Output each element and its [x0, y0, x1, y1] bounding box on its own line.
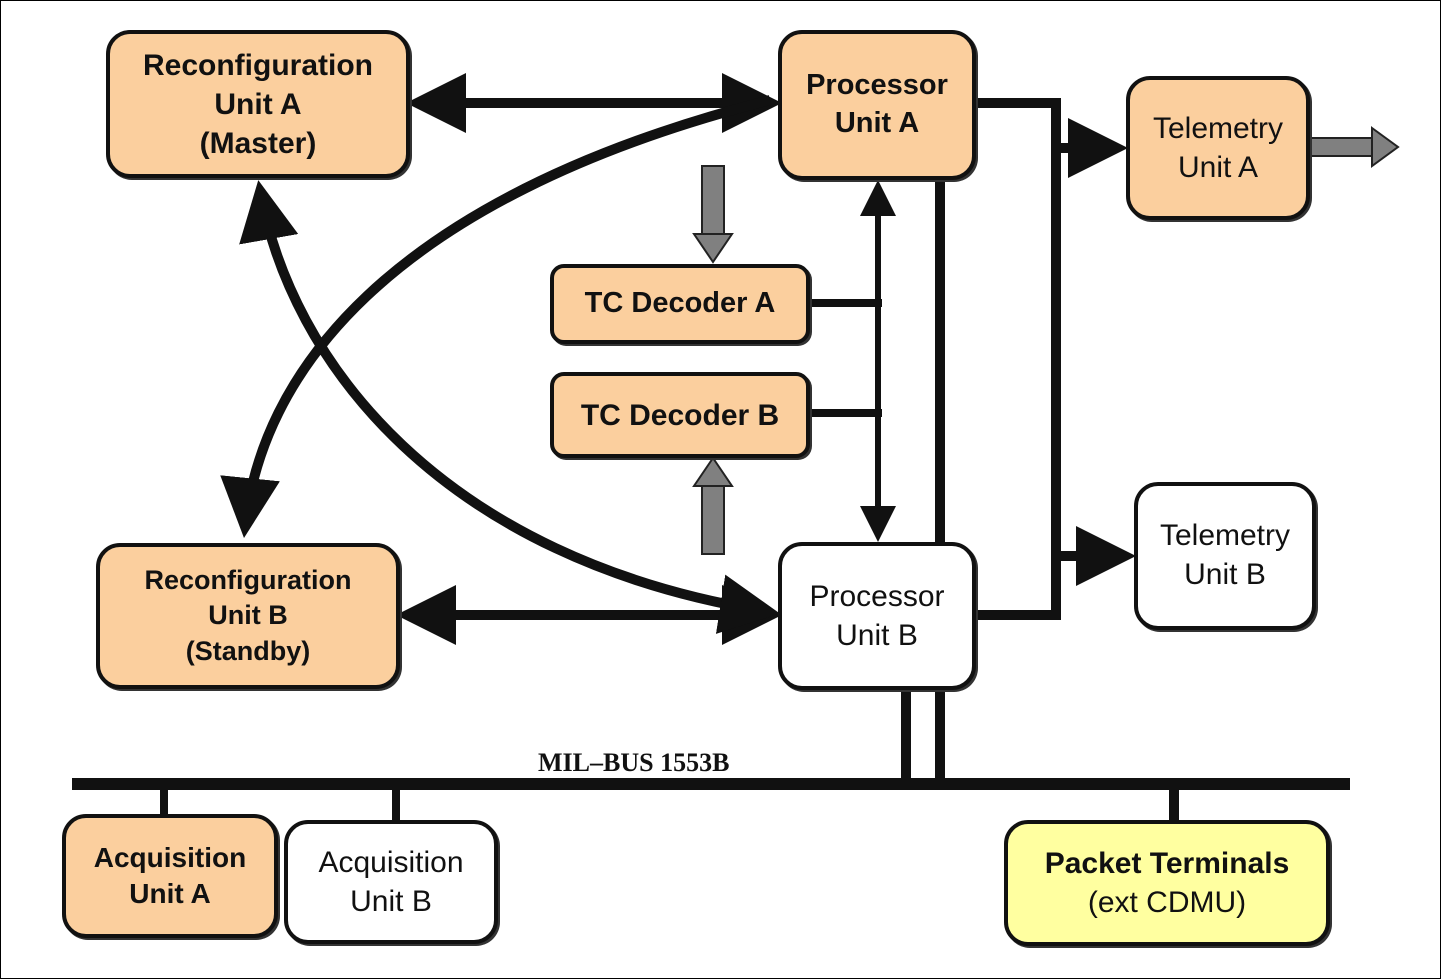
tm-downlink-arrow: [1307, 126, 1400, 168]
block-label-line: (Standby): [185, 635, 311, 666]
block-label-line: Reconfiguration: [143, 48, 373, 82]
block-label-line: Unit A: [129, 878, 211, 909]
block-label-line: Unit A: [834, 107, 920, 139]
block-label-line: (ext CDMU): [1087, 886, 1247, 919]
block-label-line: Unit B: [350, 885, 432, 918]
link-processor-a-trunk: [974, 98, 1061, 620]
tc-uplink-arrow-a: [692, 165, 734, 264]
block-label-line: Reconfiguration: [144, 565, 352, 596]
block-label-line: Unit A: [214, 87, 302, 121]
telemetry-unit-a: Telemetry Unit A: [1126, 76, 1310, 220]
block-label-line: Unit B: [1184, 558, 1266, 591]
link-reconfig-a-processor-b: [239, 180, 780, 634]
block-label-line: (Master): [199, 126, 317, 160]
reconfiguration-unit-b: Reconfiguration Unit B (Standby): [96, 543, 400, 689]
block-label-line: Telemetry: [1159, 519, 1291, 552]
reconfiguration-unit-a: Reconfiguration Unit A (Master): [106, 30, 410, 178]
packet-terminals: Packet Terminals (ext CDMU): [1004, 820, 1330, 946]
block-label-line: Acquisition: [93, 841, 247, 873]
block-label-line: TC Decoder B: [580, 398, 780, 432]
block-label-line: TC Decoder A: [584, 287, 776, 320]
block-label-line: Processor: [806, 69, 948, 102]
bus-label: MIL–BUS 1553B: [538, 748, 730, 777]
acquisition-unit-b: Acquisition Unit B: [284, 820, 498, 944]
block-label-line: Unit A: [1177, 151, 1259, 184]
tc-decoder-a: TC Decoder A: [550, 264, 810, 344]
telemetry-unit-b: Telemetry Unit B: [1134, 482, 1316, 630]
block-label-line: Unit B: [836, 619, 918, 652]
acquisition-unit-a: Acquisition Unit A: [62, 814, 278, 938]
block-label-line: Unit B: [208, 600, 288, 631]
processor-unit-a: Processor Unit A: [778, 30, 976, 180]
block-label-line: Telemetry: [1152, 112, 1284, 145]
block-label-line: Acquisition: [318, 846, 464, 879]
tc-uplink-arrow-b: [692, 456, 734, 555]
processor-unit-b: Processor Unit B: [778, 542, 976, 690]
block-label-line: Processor: [809, 580, 945, 613]
block-label-line: Packet Terminals: [1044, 847, 1290, 880]
tc-decoder-b: TC Decoder B: [550, 372, 810, 458]
